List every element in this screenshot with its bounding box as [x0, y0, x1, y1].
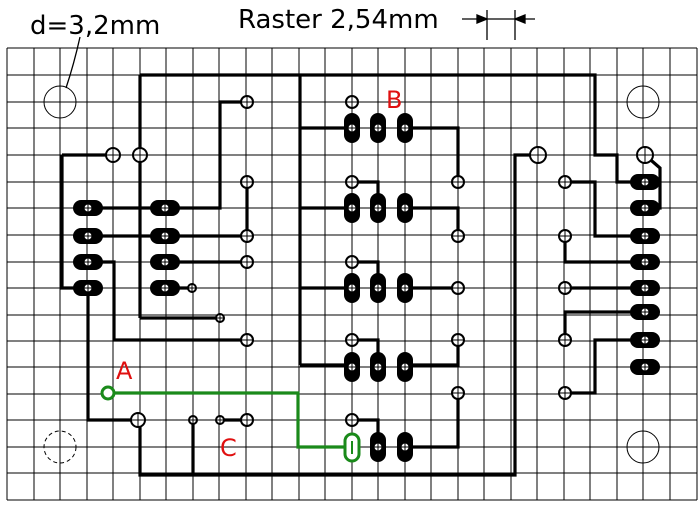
- raster-label: Raster 2,54mm: [238, 5, 439, 35]
- copper-traces: [60, 73, 662, 477]
- mounting-hole-top-left: [43, 85, 77, 119]
- round-pad: [215, 313, 225, 323]
- round-pad: [558, 281, 572, 295]
- diameter-label: d=3,2mm: [30, 11, 160, 41]
- oval-pad: [630, 228, 660, 244]
- round-pad: [105, 147, 121, 163]
- transistor-pad: [397, 113, 413, 143]
- oval-pad: [150, 254, 180, 270]
- round-pad: [240, 95, 254, 109]
- oval-pad: [630, 304, 660, 320]
- diameter-leader-line: [65, 36, 81, 89]
- raster-arrowhead-left: [476, 14, 489, 24]
- transistor-pad: [397, 193, 413, 223]
- round-pad: [130, 412, 146, 428]
- round-pad: [451, 386, 465, 400]
- transistor-pad: [370, 432, 386, 462]
- oval-pad: [630, 254, 660, 270]
- round-pad: [345, 333, 359, 347]
- transistor-pad: [397, 352, 413, 382]
- round-pad: [345, 413, 359, 427]
- oval-pad: [630, 174, 660, 190]
- mounting-hole-bottom-left: [43, 430, 77, 464]
- mounting-hole-bottom-right: [626, 430, 660, 464]
- oval-pad: [630, 332, 660, 348]
- transistor-pad: [344, 193, 360, 223]
- transistor-pad: [397, 432, 413, 462]
- oval-pad: [630, 200, 660, 216]
- horizontal-oval-pads: [73, 174, 660, 375]
- round-pad: [558, 333, 572, 347]
- round-pad: [240, 229, 254, 243]
- round-pad: [558, 229, 572, 243]
- round-pad: [345, 95, 359, 109]
- oval-pad: [630, 280, 660, 296]
- round-pad: [345, 255, 359, 269]
- round-pads: [105, 95, 654, 428]
- mounting-holes: [43, 85, 660, 464]
- point-b-label: B: [386, 86, 402, 114]
- round-pad: [215, 415, 225, 425]
- oval-pad: [630, 359, 660, 375]
- transistor-pad: [370, 113, 386, 143]
- point-a-label: A: [116, 357, 133, 385]
- transistor-pad: [370, 352, 386, 382]
- oval-pad: [73, 228, 103, 244]
- transistor-pad: [370, 273, 386, 303]
- round-pad: [240, 175, 254, 189]
- round-pad: [188, 415, 198, 425]
- oval-pad: [150, 200, 180, 216]
- mounting-hole-top-right: [626, 85, 660, 119]
- oval-pad: [150, 280, 180, 296]
- transistor-pad: [370, 193, 386, 223]
- point-c-label: C: [220, 434, 237, 462]
- round-pad: [187, 283, 197, 293]
- round-pad: [558, 386, 572, 400]
- round-pad: [451, 175, 465, 189]
- round-pad: [529, 146, 547, 164]
- round-pad: [240, 255, 254, 269]
- transistor-pad: [344, 273, 360, 303]
- transistor-pad: [397, 273, 413, 303]
- round-pad: [132, 147, 148, 163]
- oval-pad: [73, 200, 103, 216]
- round-pad: [240, 413, 254, 427]
- vertical-oval-pads: [344, 113, 413, 462]
- round-pad: [451, 229, 465, 243]
- oval-pad: [73, 280, 103, 296]
- oval-pad: [150, 228, 180, 244]
- round-pad: [451, 333, 465, 347]
- round-pad: [451, 281, 465, 295]
- round-pad: [558, 175, 572, 189]
- jumper-wire-a-to-transistor: [108, 391, 352, 449]
- round-pad: [636, 146, 654, 164]
- jumper-endpoints: [100, 385, 361, 463]
- raster-arrowhead-right: [513, 14, 526, 24]
- transistor-pad: [344, 352, 360, 382]
- oval-pad: [73, 254, 103, 270]
- round-pad: [345, 175, 359, 189]
- round-pad: [240, 333, 254, 347]
- dimension-annotations: [65, 10, 535, 89]
- point-a-pad: [100, 385, 116, 401]
- transistor-pad: [344, 113, 360, 143]
